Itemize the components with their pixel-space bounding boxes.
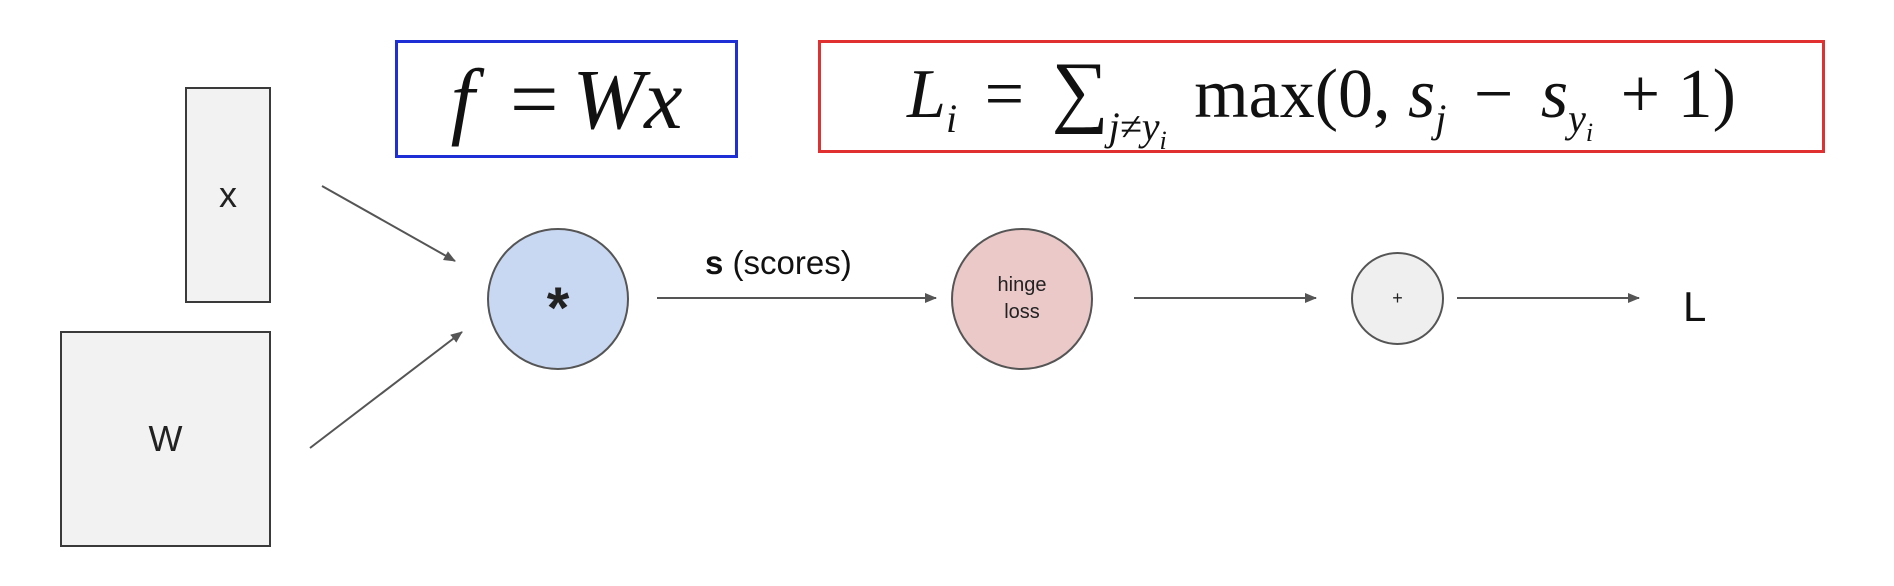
formula-equals-2: = (984, 55, 1025, 133)
formula-sum-sub-sub: i (1159, 125, 1167, 155)
input-x-box: x (185, 87, 271, 303)
formula-sum: ∑ (1051, 46, 1109, 135)
formula-max: max (1194, 55, 1315, 133)
formula-open: (0, (1314, 55, 1391, 133)
scores-edge-label: s (scores) (705, 244, 852, 282)
hinge-loss-node: hinge loss (951, 228, 1093, 370)
edge-w-to-multiply (309, 331, 463, 449)
formula-x: x (644, 51, 683, 147)
input-x-label: x (219, 174, 237, 215)
score-function-formula-box: f =Wx (395, 40, 738, 158)
formula-w: W (572, 51, 645, 147)
add-node: + (1351, 252, 1444, 345)
multiply-label: * (546, 276, 570, 341)
formula-f: f (450, 51, 475, 147)
formula-s2-sub: y (1568, 95, 1586, 141)
formula-equals: = (510, 51, 559, 147)
hinge-label-line1: hinge (997, 274, 1047, 296)
hinge-label-line2: loss (1004, 301, 1040, 323)
output-l-label: L (1683, 283, 1707, 330)
formula-s2: s (1540, 55, 1569, 133)
formula-l: L (907, 55, 946, 133)
hinge-loss-formula: Li = ∑j≠yi max(0, sj − syi + 1) (907, 46, 1736, 155)
edge-x-to-multiply (321, 185, 456, 262)
multiply-node: * (487, 228, 629, 370)
formula-s1: s (1408, 55, 1436, 133)
formula-minus: − (1473, 55, 1514, 133)
hinge-loss-formula-box: Li = ∑j≠yi max(0, sj − syi + 1) (818, 40, 1825, 155)
hinge-loss-text: hinge loss (998, 272, 1047, 326)
add-label: + (1392, 288, 1403, 308)
input-w-box: W (60, 331, 271, 547)
formula-sum-sub: j≠y (1108, 103, 1160, 149)
formula-s2-sub-sub: i (1585, 117, 1594, 147)
scores-symbol: s (705, 244, 724, 281)
formula-s1-sub: j (1435, 95, 1447, 141)
score-function-formula: f =Wx (451, 49, 683, 149)
scores-text: (scores) (732, 244, 852, 281)
formula-plus-one: + 1) (1620, 55, 1736, 133)
formula-l-sub: i (945, 95, 958, 141)
input-w-label: W (148, 418, 183, 459)
